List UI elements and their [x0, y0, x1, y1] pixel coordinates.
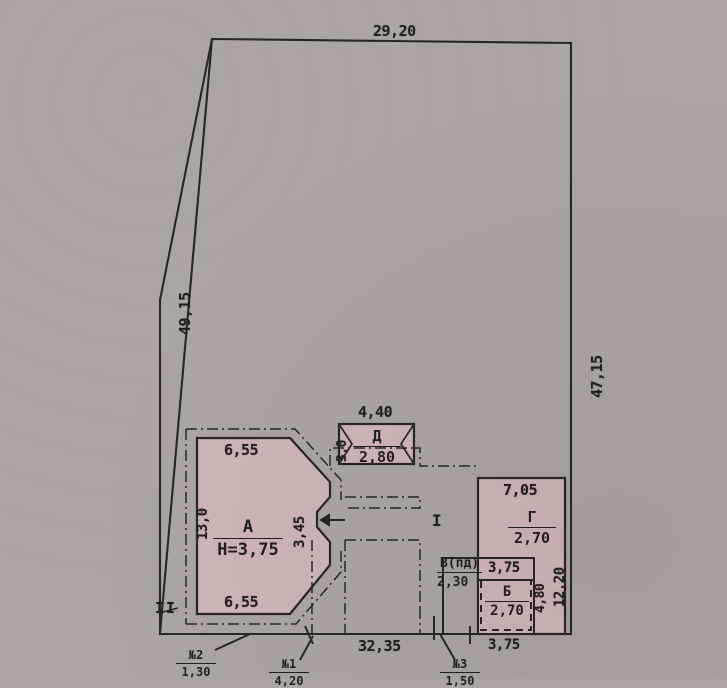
building-d-top-dimension: 4,40	[358, 403, 393, 421]
zone-ii-tick	[162, 607, 179, 613]
building-a-value: H=3,75	[217, 540, 279, 560]
boundary-marker-leaders	[214, 633, 456, 661]
building-a-left-dimension: 13,0	[195, 508, 211, 540]
boundary-marker-3-value: 1,50	[445, 674, 475, 688]
building-b-right-dimension: 4,80	[533, 583, 548, 613]
boundary-marker-1-value: 4,20	[274, 674, 304, 688]
building-v-outline	[442, 557, 478, 634]
building-v-letter: В(пд)	[437, 556, 483, 573]
building-g-top-dimension: 7,05	[503, 481, 538, 499]
building-g-value: 2,70	[513, 529, 551, 547]
parcel-top-dimension: 29,20	[373, 22, 416, 40]
building-b-letter: Б	[485, 584, 529, 602]
building-g-right-dimension: 12,20	[552, 567, 568, 607]
boundary-marker-2-value: 1,30	[181, 665, 211, 679]
parcel-bottom-dimension: 32,35	[358, 637, 401, 655]
building-v-value: 2,30	[437, 575, 469, 590]
zone-label-ii: II	[155, 599, 178, 617]
building-a-label-block: А H=3,75	[213, 517, 283, 560]
zone-label-i: I	[432, 511, 442, 530]
building-d-shape	[337, 422, 416, 466]
bottom-dimension-ticks	[304, 616, 471, 645]
building-a-letter: А	[213, 517, 283, 539]
building-a-bottom-dimension: 6,55	[224, 593, 259, 611]
boundary-marker-3-label: №3	[440, 657, 480, 673]
boundary-marker-1-label: №1	[269, 657, 309, 673]
building-a-top-dimension: 6,55	[224, 441, 259, 459]
parcel-left-dimension: 49,15	[176, 292, 194, 335]
parcel-boundary	[158, 37, 573, 636]
building-b-value: 2,70	[490, 603, 524, 619]
parcel-right-dimension: 47,15	[588, 355, 606, 398]
building-d-value: 2,80	[358, 448, 396, 466]
building-a-entrance-arrow	[319, 513, 345, 527]
boundary-marker-3: №3 1,50	[440, 657, 480, 688]
building-d-label-block: Д 2,80	[353, 427, 401, 466]
building-b-top-dimension: 3,75	[488, 560, 520, 576]
building-a-setback-outline	[185, 428, 342, 625]
building-b-label-block: Б 2,70	[485, 584, 529, 619]
zone-i-setback-lines	[311, 447, 478, 634]
building-b-bottom-dimension: 3,75	[488, 637, 520, 653]
building-v-label-block: В(пд) 2,30	[437, 556, 493, 590]
building-b-top-band	[477, 557, 535, 581]
building-d-left-dimension: 3,0	[335, 440, 350, 462]
boundary-marker-1: №1 4,20	[269, 657, 309, 688]
building-a-right-dimension: 3,45	[292, 516, 308, 548]
boundary-marker-2: №2 1,30	[176, 648, 216, 679]
building-g-letter: Г	[508, 508, 556, 528]
building-g-label-block: Г 2,70	[508, 508, 556, 547]
parcel-left-edge	[158, 38, 214, 635]
boundary-marker-2-label: №2	[176, 648, 216, 664]
building-d-letter: Д	[353, 427, 401, 447]
building-a-shape	[195, 436, 332, 616]
